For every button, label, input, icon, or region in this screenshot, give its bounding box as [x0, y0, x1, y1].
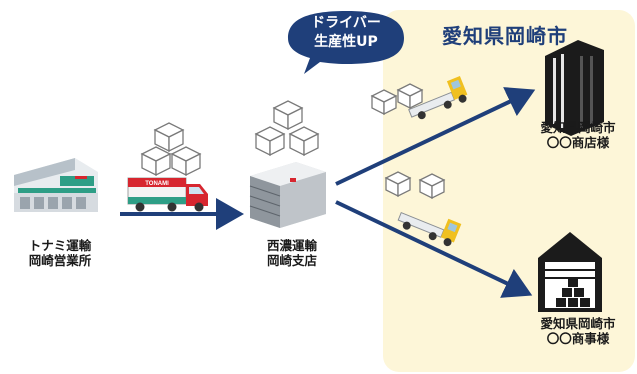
company-label-line-2: 〇〇商事様 — [546, 331, 610, 346]
parcel-lower-truck-icon — [384, 171, 446, 200]
flatbed-truck-lower-icon — [397, 211, 462, 247]
origin-label: トナミ運輸 岡崎営業所 — [12, 238, 108, 268]
flatbed-truck-upper-icon — [408, 76, 468, 120]
hub-warehouse-icon — [249, 162, 326, 228]
store-label-line-2: 〇〇商店様 — [546, 135, 610, 150]
callout-line-2: 生産性UP — [314, 34, 378, 50]
region-title: 愛知県岡崎市 — [442, 24, 568, 48]
company-label-line-1: 愛知県岡崎市 — [540, 316, 616, 331]
hub-label-line-1: 西濃運輸 — [266, 238, 317, 253]
callout-text: ドライバー 生産性UP — [292, 14, 400, 52]
driver-productivity-callout-bubble — [288, 11, 404, 74]
company-label: 愛知県岡崎市 〇〇商事様 — [526, 316, 630, 346]
origin-label-line-1: トナミ運輸 — [28, 238, 92, 253]
truck-logo-text: TONAMI — [145, 181, 169, 187]
parcel-stack-origin-icon — [140, 122, 202, 177]
arrow-hub-to-store — [335, 87, 536, 186]
tonami-truck-icon: TONAMI — [127, 177, 208, 212]
hub-label: 西濃運輸 岡崎支店 — [246, 238, 338, 268]
callout-line-1: ドライバー — [311, 15, 381, 31]
store-label: 愛知県岡崎市 〇〇商店様 — [526, 120, 630, 150]
origin-label-line-2: 岡崎営業所 — [28, 253, 92, 268]
hub-label-line-2: 岡崎支店 — [266, 253, 317, 268]
parcel-stack-hub-icon — [254, 100, 320, 157]
parcel-upper-truck-icon — [370, 83, 424, 116]
origin-terminal-building-icon — [14, 158, 98, 212]
arrow-hub-to-company — [335, 200, 533, 298]
store-building-icon — [545, 40, 604, 136]
store-label-line-1: 愛知県岡崎市 — [540, 120, 616, 135]
company-warehouse-icon — [538, 232, 602, 312]
